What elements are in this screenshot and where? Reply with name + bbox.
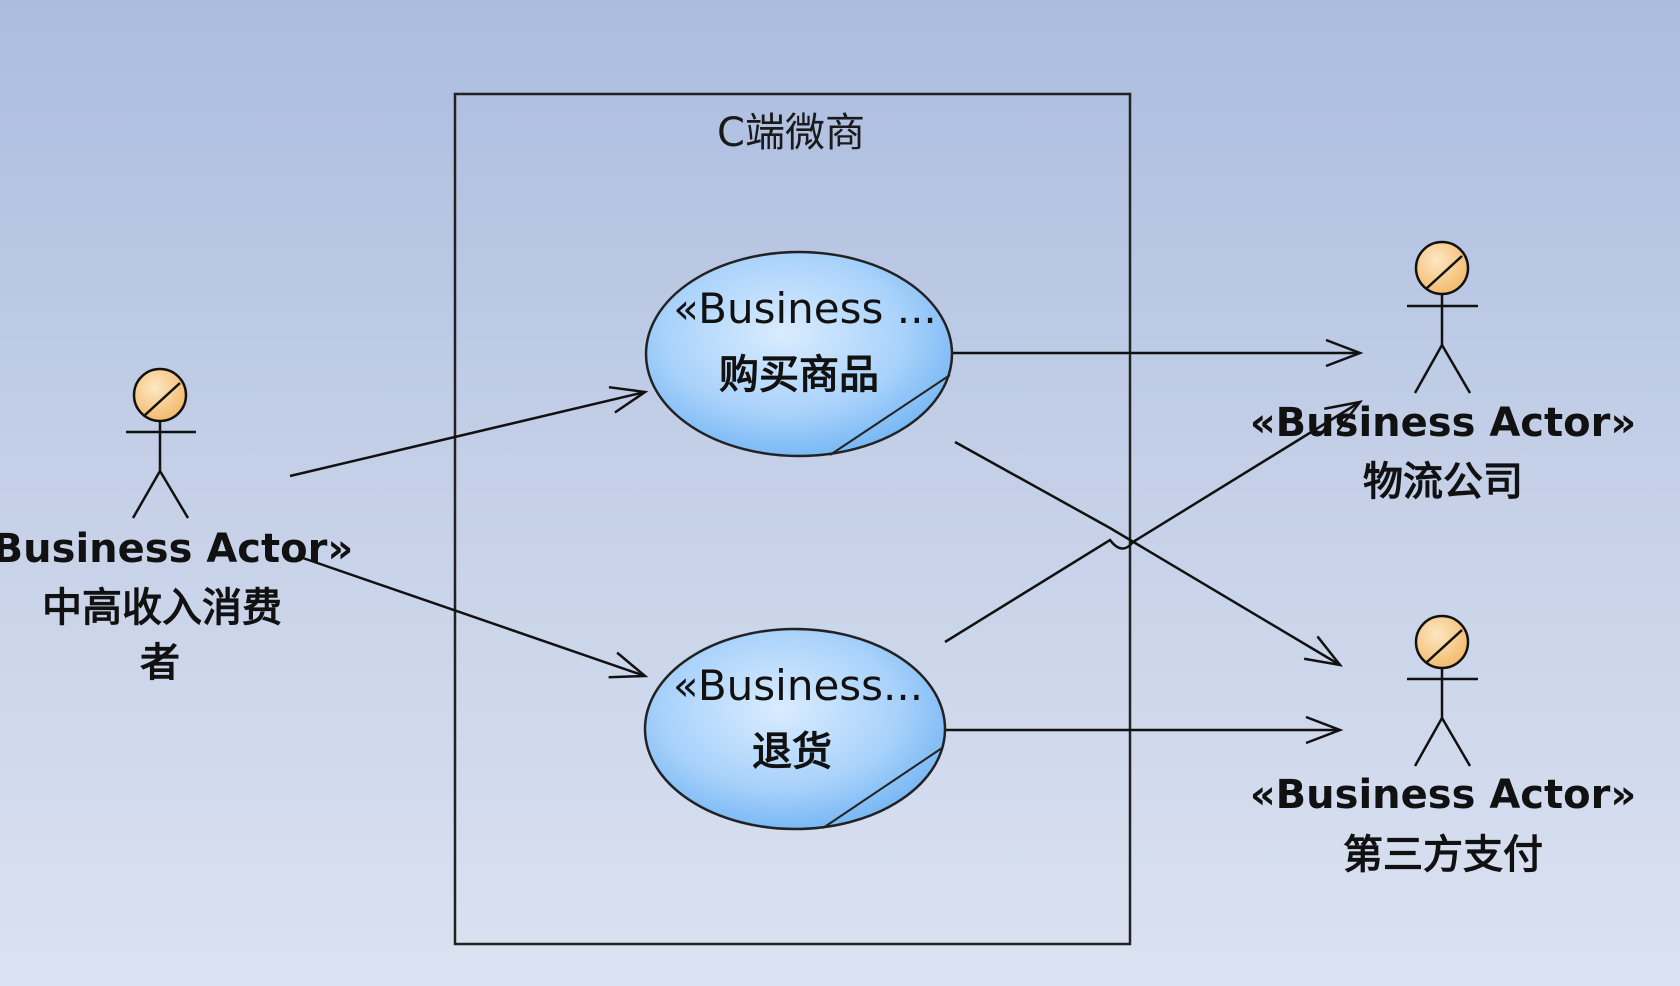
use-case-return-name: 退货 <box>752 729 832 775</box>
association-return-logistics[interactable] <box>944 400 1363 644</box>
system-boundary[interactable]: C端微商 <box>453 92 1132 946</box>
stick-figure-icon <box>126 367 196 519</box>
use-case-return[interactable]: «Business... 退货 <box>643 627 947 831</box>
actor-logistics[interactable]: «Business Actor» 物流公司 <box>1250 240 1636 505</box>
association-buy-payment[interactable] <box>954 440 1344 667</box>
associations <box>289 338 1364 745</box>
actor-payment-stereotype: «Business Actor» <box>1250 772 1636 818</box>
use-case-return-stereotype: «Business... <box>673 661 923 710</box>
actor-consumer-name-line2: 者 <box>140 640 180 686</box>
actor-payment-name: 第三方支付 <box>1343 832 1543 878</box>
actor-logistics-stereotype: «Business Actor» <box>1250 400 1636 446</box>
boundary-title: C端微商 <box>717 110 865 156</box>
use-case-buy[interactable]: «Business ... 购买商品 <box>644 250 954 458</box>
stick-figure-icon <box>1407 614 1478 767</box>
stick-figure-icon <box>1407 240 1478 394</box>
association-consumer-buy[interactable] <box>289 385 649 478</box>
actor-logistics-name: 物流公司 <box>1363 459 1523 505</box>
use-case-buy-name: 购买商品 <box>719 352 879 398</box>
actor-consumer-name-line1: 中高收入消费 <box>42 585 282 631</box>
association-consumer-return[interactable] <box>299 555 649 679</box>
actor-payment[interactable]: «Business Actor» 第三方支付 <box>1250 614 1636 878</box>
actor-consumer-stereotype: «Business Actor» <box>0 526 353 572</box>
use-case-buy-stereotype: «Business ... <box>673 284 937 333</box>
actor-consumer[interactable]: «Business Actor» 中高收入消费 者 <box>0 367 353 686</box>
